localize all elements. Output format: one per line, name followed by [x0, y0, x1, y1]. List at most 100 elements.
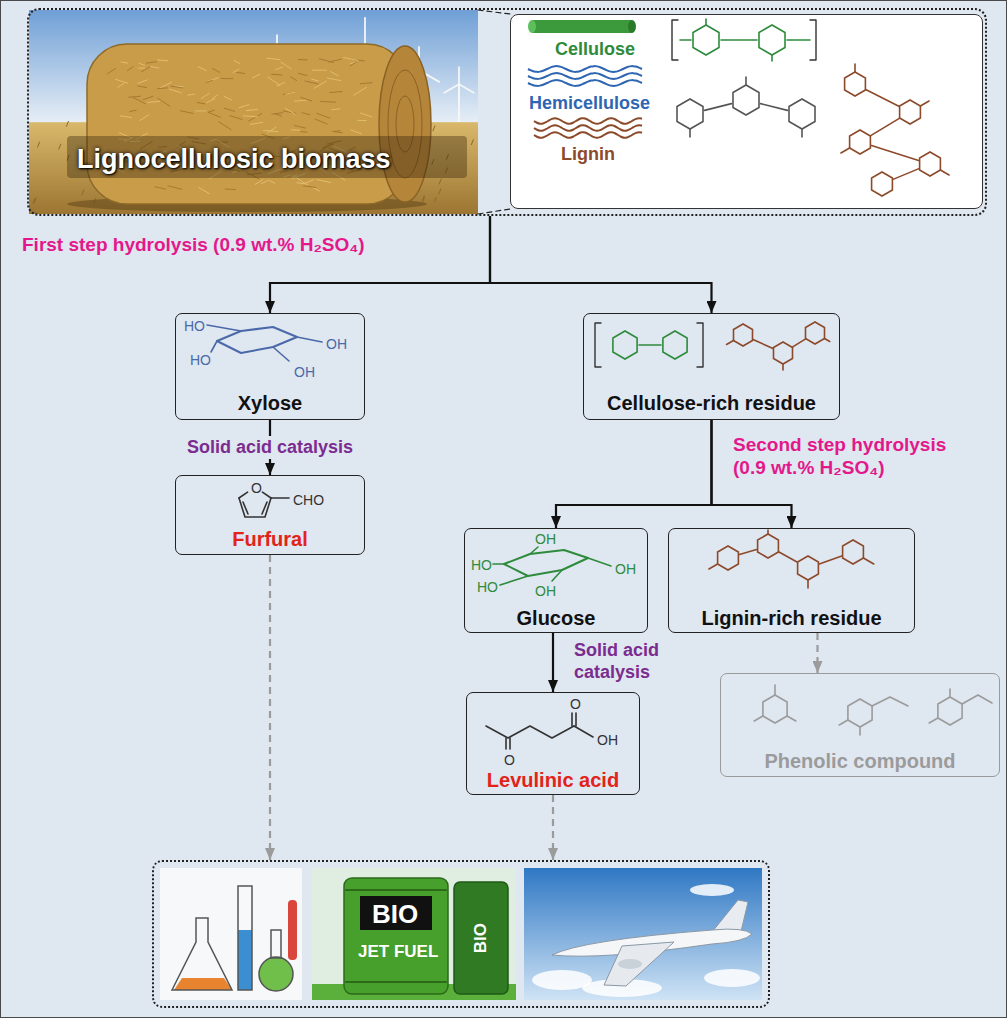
straw	[225, 188, 235, 190]
structure-bond	[839, 720, 848, 725]
straw	[312, 70, 326, 71]
stubble	[82, 190, 84, 195]
structure-bond	[774, 685, 776, 695]
bracket	[595, 323, 601, 367]
structure-bond	[705, 19, 707, 25]
structure-bond	[243, 502, 248, 514]
straw	[333, 131, 342, 132]
ring-bond	[613, 331, 637, 359]
structure-bond	[571, 713, 573, 726]
atom-label: OH	[597, 732, 618, 748]
ring-bond	[718, 546, 739, 570]
structure-bond	[761, 104, 788, 111]
node-label: Lignocellulosic biomass	[77, 144, 391, 175]
straw	[139, 63, 145, 65]
structure-bond	[929, 718, 938, 723]
flow-arrow	[490, 216, 712, 313]
bracket	[697, 323, 703, 367]
atom-label: HO	[190, 352, 211, 368]
zoom-line	[478, 209, 510, 214]
straw	[118, 83, 125, 87]
flask	[259, 957, 293, 991]
straw	[291, 129, 299, 130]
catalyst-label: Solid acid catalysis	[182, 436, 358, 460]
atom-label: O	[251, 480, 262, 496]
structure-bond	[854, 64, 856, 72]
lignin-structure	[709, 530, 874, 588]
structure-bond	[721, 39, 757, 41]
ring-bond	[763, 695, 787, 723]
product-box: OCHOFurfural	[175, 475, 365, 555]
straw	[133, 98, 145, 104]
straw	[212, 95, 217, 98]
straw	[171, 86, 182, 88]
straw	[129, 96, 140, 97]
straw	[255, 180, 262, 185]
flow-arrow	[556, 420, 712, 528]
structure-bond	[787, 39, 810, 41]
structure-bond	[940, 170, 949, 175]
structure-bond	[297, 337, 322, 342]
straw	[169, 89, 181, 93]
ring-bond	[734, 324, 753, 346]
wind-turbine	[459, 84, 474, 93]
structure-bond	[588, 558, 611, 566]
atom-label: O	[570, 696, 581, 712]
straw	[312, 79, 318, 81]
straw	[137, 86, 146, 88]
node-label: Xylose	[238, 392, 302, 415]
structure-bond	[767, 530, 769, 534]
structure-bond	[872, 697, 908, 706]
structure-bond	[753, 340, 773, 349]
node-label: Lignin-rich residue	[701, 607, 881, 630]
straw	[268, 127, 276, 132]
structure-bond	[689, 129, 691, 137]
straw	[261, 180, 268, 183]
wind-turbine	[444, 84, 459, 93]
straw	[302, 113, 310, 115]
structure-bond	[493, 563, 504, 565]
atom-label: OH	[535, 583, 556, 599]
residue-structure	[595, 322, 830, 370]
atom-label: OH	[326, 336, 347, 352]
straw	[298, 59, 307, 60]
bracket	[810, 20, 816, 60]
straw	[360, 113, 371, 117]
node-label: Hemicellulose	[529, 93, 650, 114]
bale-end	[379, 46, 431, 202]
straw	[275, 114, 281, 116]
structure-bond	[819, 556, 841, 564]
structure-bond	[787, 716, 796, 721]
straw	[272, 74, 282, 76]
straw	[221, 78, 233, 79]
straw	[297, 183, 308, 185]
fiber-symbol	[534, 118, 642, 124]
straw	[140, 115, 149, 121]
atom-label: OH	[294, 364, 315, 380]
structure-bond	[739, 549, 756, 554]
barrel-label	[360, 896, 432, 930]
straw	[276, 67, 283, 70]
fiber-symbol	[528, 73, 642, 79]
stubble	[34, 198, 36, 203]
straw	[196, 110, 206, 111]
straw	[150, 67, 158, 68]
straw	[233, 69, 239, 72]
structure-bond	[792, 339, 805, 347]
structure-bond	[273, 347, 289, 361]
composition-box: CelluloseHemicelluloseLignin	[510, 14, 983, 209]
atom-label: HO	[471, 557, 492, 573]
flow-arrow	[552, 795, 554, 860]
stubble	[66, 121, 68, 126]
straw	[301, 97, 312, 101]
airplane	[604, 942, 674, 986]
atom-label: OH	[615, 561, 636, 577]
structure-bond	[552, 570, 562, 581]
structure-bond	[504, 550, 588, 576]
cloud	[704, 969, 760, 987]
straw	[350, 62, 356, 66]
structure-bond	[779, 552, 798, 562]
application-panel: BIOJET FUEL	[152, 860, 770, 1008]
